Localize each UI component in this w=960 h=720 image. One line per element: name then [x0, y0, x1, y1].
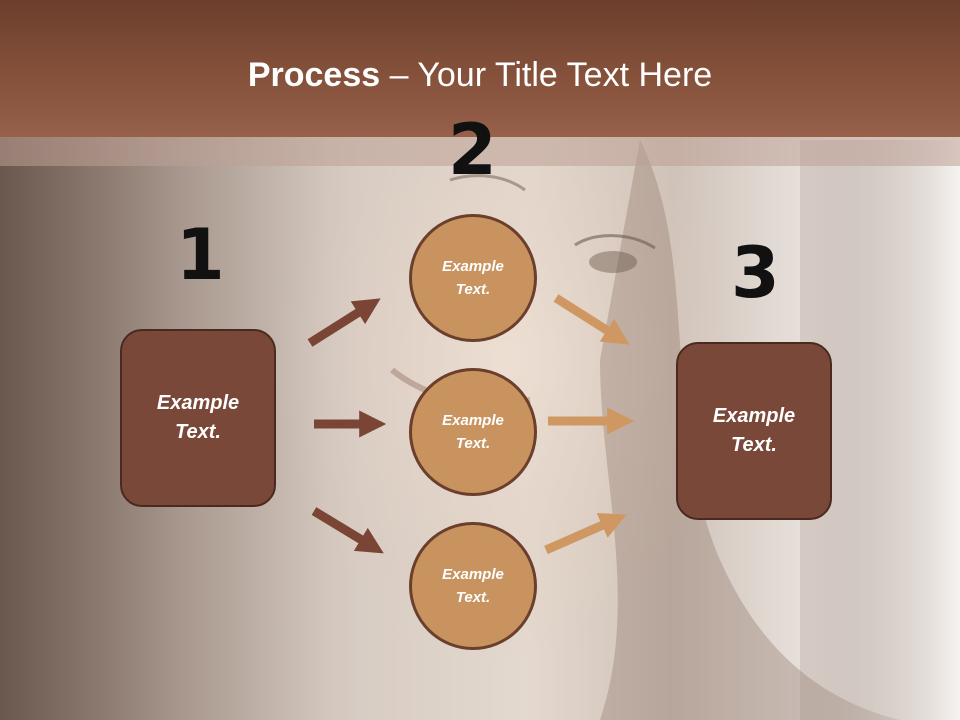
left-box[interactable]: Example Text.: [120, 329, 276, 507]
title-bold: Process: [247, 56, 381, 94]
step-number-1: 1: [176, 214, 225, 296]
arrow-top-to-right: [553, 294, 630, 345]
circle-middle[interactable]: Example Text.: [409, 368, 537, 496]
arrow-left-to-top: [307, 298, 381, 347]
left-box-label: Example Text.: [156, 392, 240, 443]
circle-top-label: Example Text.: [442, 258, 504, 298]
circle-middle-label: Example Text.: [442, 412, 504, 452]
step-number-2: 2: [448, 109, 497, 191]
circle-bottom-label: Example Text.: [442, 566, 504, 606]
slide-title: Process – Your Title Text Here: [0, 52, 960, 98]
title-rest: – Your Title Text Here: [380, 56, 713, 94]
circle-bottom[interactable]: Example Text.: [409, 522, 537, 650]
right-box-label: Example Text.: [712, 405, 796, 456]
circle-top[interactable]: Example Text.: [409, 214, 537, 342]
step-number-3: 3: [731, 232, 780, 314]
title-bar: [0, 0, 960, 137]
title-band: [0, 137, 960, 166]
arrow-bottom-to-right: [544, 512, 627, 555]
arrow-left-to-bottom: [311, 507, 384, 554]
right-box[interactable]: Example Text.: [676, 342, 832, 520]
